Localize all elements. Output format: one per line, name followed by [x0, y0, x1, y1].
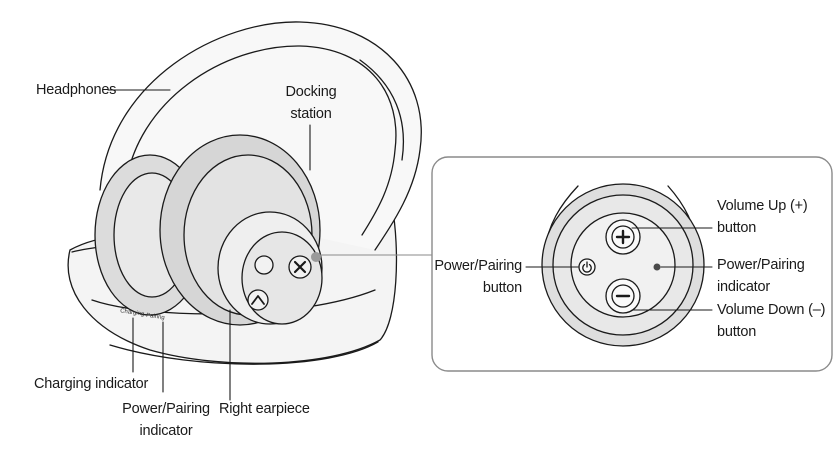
- label-power-pairing-indicator: Power/Pairing indicator: [120, 398, 212, 442]
- label-callout-power-button-line1: Power/Pairing: [434, 258, 522, 274]
- callout-source-marker: [311, 252, 321, 262]
- earpiece-cross-mark: [293, 260, 307, 274]
- label-callout-volume-up-line1: Volume Up (+): [717, 198, 808, 214]
- callout-earpiece-face: [570, 212, 676, 318]
- label-callout-power-button: Power/Pairing button: [430, 255, 522, 299]
- label-callout-volume-down: Volume Down (–) button: [717, 299, 825, 343]
- label-callout-volume-down-line1: Volume Down (–): [717, 302, 826, 318]
- right-control-plate: [241, 231, 323, 325]
- earpiece-button-top: [254, 255, 274, 275]
- label-power-pairing-indicator-line2: indicator: [139, 423, 193, 439]
- plus-icon: [615, 229, 631, 245]
- label-callout-power-button-line2: button: [482, 280, 522, 296]
- volume-down-button-inner: [611, 284, 635, 308]
- volume-up-button-inner: [611, 225, 635, 249]
- label-callout-power-indicator: Power/Pairing indicator: [717, 254, 805, 298]
- headband-ridge: [359, 59, 405, 161]
- power-icon: [582, 261, 592, 273]
- label-callout-volume-down-line2: button: [717, 324, 757, 340]
- dock-bottom-edge: [109, 341, 379, 365]
- label-charging-indicator: Charging indicator: [34, 376, 149, 392]
- label-callout-volume-up: Volume Up (+) button: [717, 195, 808, 239]
- label-docking-station-line2: station: [290, 106, 332, 122]
- label-docking-station-line1: Docking: [285, 84, 337, 100]
- headband-inner: [124, 45, 397, 236]
- label-power-pairing-indicator-line1: Power/Pairing: [122, 401, 210, 417]
- label-callout-power-indicator-line2: indicator: [717, 279, 771, 295]
- label-docking-station: Docking station: [282, 81, 340, 125]
- label-right-earpiece: Right earpiece: [219, 401, 310, 417]
- earpiece-button-bottom: [247, 289, 269, 311]
- label-callout-power-indicator-line1: Power/Pairing: [717, 257, 805, 273]
- label-callout-volume-up-line2: button: [717, 220, 757, 236]
- label-headphones: Headphones: [36, 82, 117, 98]
- power-indicator-dot: [653, 263, 661, 271]
- earpiece-chevron: [251, 295, 265, 305]
